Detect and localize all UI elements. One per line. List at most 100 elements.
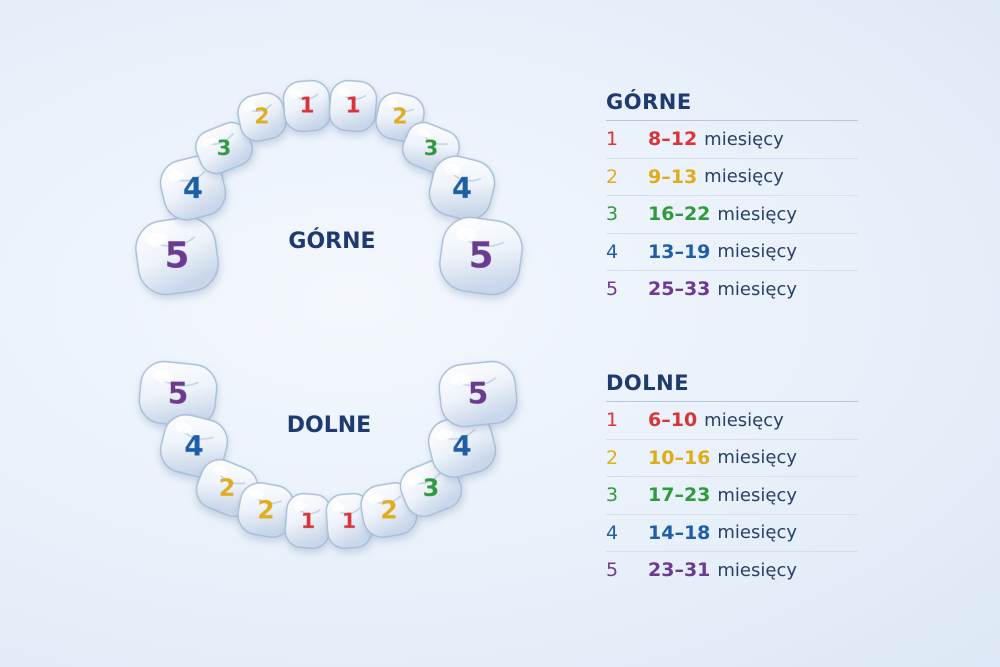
- upper-tooth: 4: [428, 155, 496, 221]
- upper-tooth: 1: [328, 79, 378, 133]
- upper-jaw-label: GÓRNE: [288, 228, 375, 254]
- tooth-shine: [202, 137, 216, 147]
- legend-row: 2 10–16 miesięcy: [606, 440, 858, 477]
- lower-tooth: 5: [138, 360, 218, 428]
- legend-tooth-number: 4: [606, 521, 619, 544]
- upper-legend: GÓRNE 1 8–12 miesięcy 2 9–13 miesięcy 3 …: [606, 90, 858, 308]
- legend-range: 9–13: [648, 165, 698, 188]
- upper-tooth: 3: [195, 121, 253, 175]
- tooth-number: 5: [468, 236, 493, 277]
- tooth-number: 3: [424, 136, 439, 160]
- lower-tooth: 4: [427, 414, 497, 478]
- tooth-shine: [337, 87, 350, 97]
- legend-row: 1 8–12 miesięcy: [606, 121, 858, 159]
- legend-range: 17–23: [648, 484, 711, 507]
- tooth-number: 1: [299, 94, 314, 119]
- tooth-shine: [249, 489, 264, 500]
- legend-range: 10–16: [648, 446, 711, 469]
- legend-range: 8–12: [648, 128, 698, 151]
- legend-range: 25–33: [648, 278, 711, 301]
- tooth-number: 4: [452, 430, 471, 463]
- upper-tooth: 2: [237, 92, 287, 142]
- tooth-shine: [175, 422, 193, 434]
- lower-legend: DOLNE 1 6–10 miesięcy 2 10–16 miesięcy 3…: [606, 371, 858, 589]
- tooth-number: 5: [168, 377, 189, 412]
- tooth-shine: [290, 89, 302, 99]
- tooth-shine: [407, 475, 422, 486]
- tooth-number: 1: [301, 509, 316, 533]
- tooth-shine: [386, 98, 399, 108]
- legend-row: 5 25–33 miesięcy: [606, 271, 858, 308]
- tooth-shine: [367, 493, 382, 504]
- lower-legend-rows: 1 6–10 miesięcy 2 10–16 miesięcy 3 17–23…: [606, 402, 858, 589]
- legend-unit: miesięcy: [717, 278, 798, 300]
- upper-tooth: 1: [282, 79, 332, 133]
- tooth-shine: [332, 502, 345, 513]
- tooth-shine: [153, 370, 173, 382]
- tooth-number: 1: [342, 509, 357, 533]
- upper-legend-title: GÓRNE: [606, 90, 858, 121]
- lower-tooth: 5: [438, 360, 518, 428]
- legend-row: 4 14–18 miesięcy: [606, 515, 858, 552]
- tooth-shine: [444, 163, 461, 176]
- tooth-number: 4: [452, 171, 472, 205]
- legend-unit: miesięcy: [717, 447, 798, 469]
- lower-tooth: 1: [284, 492, 332, 550]
- legend-range: 6–10: [648, 409, 698, 432]
- legend-unit: miesięcy: [717, 203, 798, 225]
- tooth-shine: [168, 170, 184, 182]
- legend-row: 2 9–13 miesięcy: [606, 159, 858, 196]
- legend-unit: miesięcy: [717, 241, 798, 263]
- legend-tooth-number: 3: [606, 203, 619, 226]
- legend-unit: miesięcy: [717, 522, 798, 544]
- legend-tooth-number: 1: [606, 409, 619, 432]
- legend-tooth-number: 5: [606, 278, 619, 301]
- tooth-shine: [293, 501, 306, 512]
- legend-tooth-number: 1: [606, 128, 619, 151]
- legend-range: 13–19: [648, 240, 711, 263]
- legend-unit: miesięcy: [704, 409, 784, 431]
- tooth-number: 5: [164, 236, 189, 277]
- tooth-number: 3: [423, 474, 440, 502]
- tooth-number: 2: [254, 105, 269, 130]
- legend-tooth-number: 3: [606, 484, 619, 507]
- lower-tooth: 2: [237, 482, 295, 538]
- tooth-number: 2: [257, 496, 274, 525]
- tooth-shine: [212, 466, 228, 477]
- tooth-number: 4: [183, 171, 203, 205]
- legend-range: 16–22: [648, 203, 711, 226]
- lower-jaw-label: DOLNE: [287, 413, 371, 438]
- tooth-shine: [455, 227, 477, 242]
- legend-tooth-number: 2: [606, 165, 619, 188]
- legend-tooth-number: 5: [606, 559, 619, 582]
- tooth-number: 4: [184, 430, 203, 463]
- lower-tooth: 1: [325, 492, 373, 550]
- legend-row: 3 17–23 miesięcy: [606, 477, 858, 515]
- legend-unit: miesięcy: [717, 559, 798, 581]
- upper-tooth: 5: [439, 216, 523, 296]
- upper-legend-rows: 1 8–12 miesięcy 2 9–13 miesięcy 3 16–22 …: [606, 121, 858, 308]
- lower-legend-title: DOLNE: [606, 371, 858, 402]
- tooth-shine: [449, 374, 470, 386]
- legend-unit: miesięcy: [704, 128, 784, 150]
- tooth-number: 3: [217, 136, 232, 160]
- tooth-number: 2: [219, 474, 236, 502]
- tooth-shine: [436, 429, 453, 441]
- legend-row: 4 13–19 miesięcy: [606, 234, 858, 271]
- upper-tooth: 5: [135, 216, 219, 296]
- tooth-crown: [428, 155, 496, 221]
- legend-row: 1 6–10 miesięcy: [606, 402, 858, 440]
- legend-row: 3 16–22 miesięcy: [606, 196, 858, 234]
- legend-tooth-number: 4: [606, 240, 619, 263]
- tooth-number: 1: [345, 94, 360, 119]
- legend-row: 5 23–31 miesięcy: [606, 552, 858, 589]
- tooth-number: 2: [380, 496, 397, 525]
- tooth-shine: [146, 232, 168, 247]
- tooth-shine: [243, 103, 256, 112]
- legend-range: 23–31: [648, 559, 711, 582]
- tooth-shine: [417, 128, 431, 138]
- legend-range: 14–18: [648, 521, 711, 544]
